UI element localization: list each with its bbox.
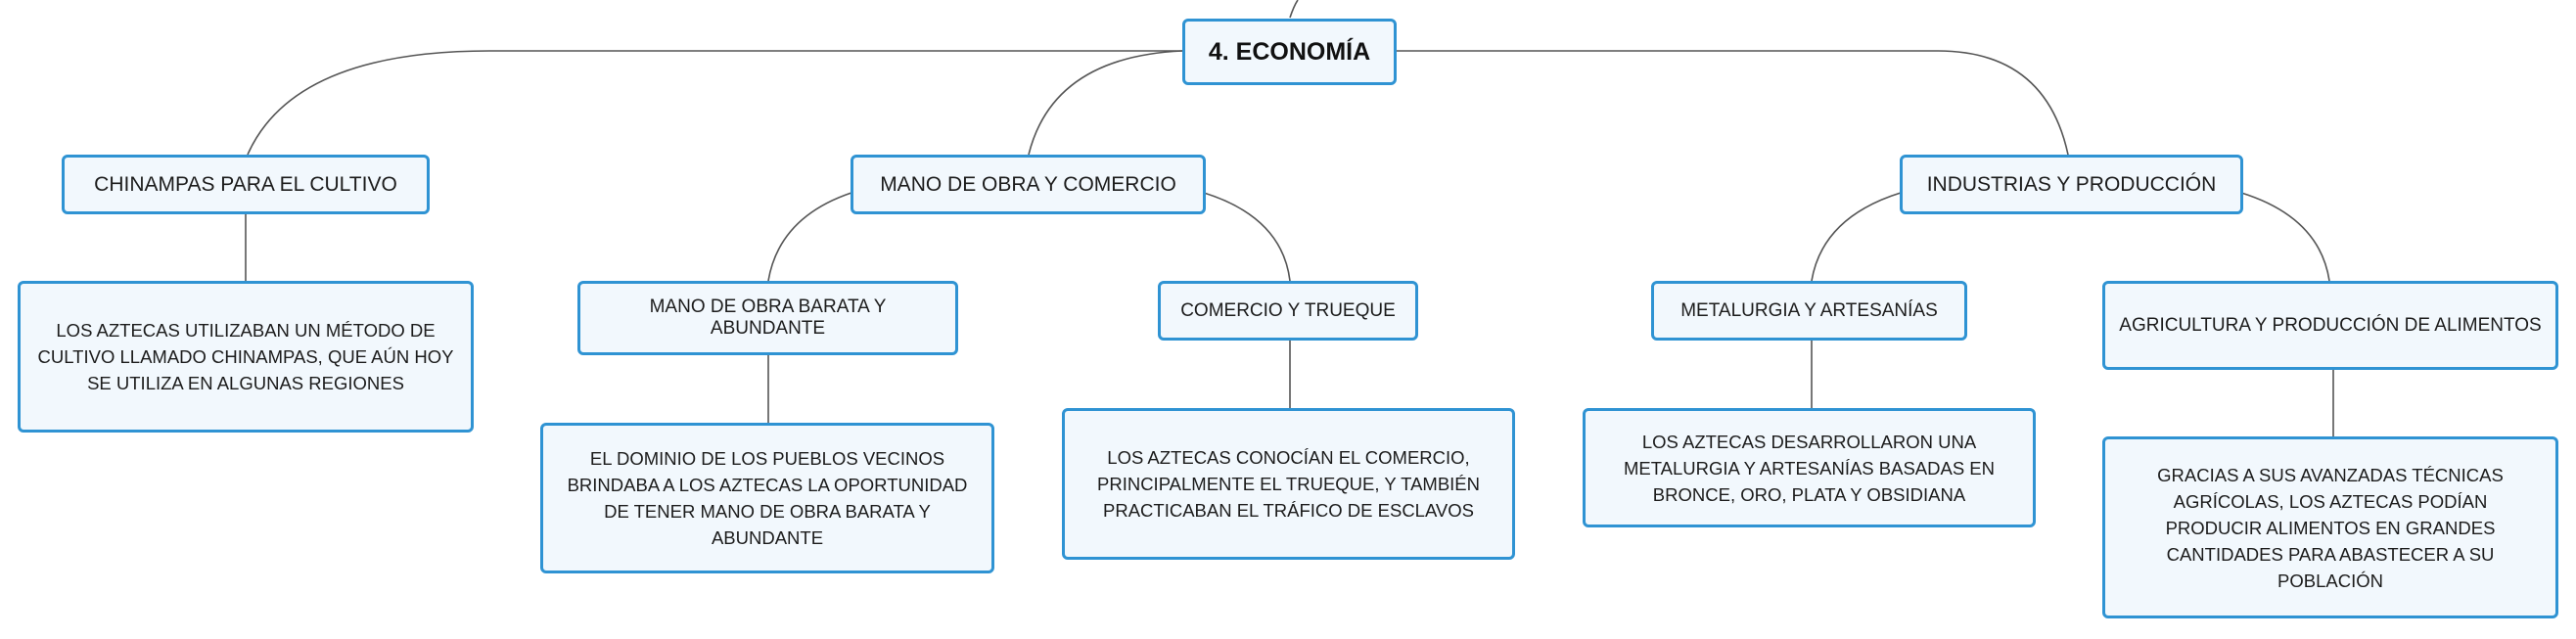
node-mano-obra-barata-detail-text: EL DOMINIO DE LOS PUEBLOS VECINOS BRINDA… [567,448,968,548]
connector-mano-barata [767,192,852,282]
root-node[interactable]: 4. ECONOMÍA [1182,19,1397,85]
connector-industrias-metalurgia [1811,192,1902,282]
node-comercio-trueque-label: COMERCIO Y TRUEQUE [1180,299,1396,321]
node-metalurgia-label: METALURGIA Y ARTESANÍAS [1680,299,1938,321]
node-mano-obra-barata-label: MANO DE OBRA BARATA Y ABUNDANTE [649,297,887,339]
node-chinampas-detail-text: LOS AZTECAS UTILIZABAN UN MÉTODO DE CULT… [37,320,454,393]
node-mano-obra-barata-detail[interactable]: EL DOMINIO DE LOS PUEBLOS VECINOS BRINDA… [540,423,994,573]
root-label: 4. ECONOMÍA [1208,37,1371,66]
connector-root-industrias [1395,50,2069,156]
node-comercio-trueque[interactable]: COMERCIO Y TRUEQUE [1158,281,1418,341]
node-agricultura-detail[interactable]: GRACIAS A SUS AVANZADAS TÉCNICAS AGRÍCOL… [2102,436,2558,618]
node-industrias-label: INDUSTRIAS Y PRODUCCIÓN [1926,172,2217,196]
node-agricultura-label: AGRICULTURA Y PRODUCCIÓN DE ALIMENTOS [2119,314,2542,336]
node-metalurgia-detail-text: LOS AZTECAS DESARROLLARON UNA METALURGIA… [1623,431,1996,505]
node-metalurgia[interactable]: METALURGIA Y ARTESANÍAS [1651,281,1967,341]
node-chinampas-detail[interactable]: LOS AZTECAS UTILIZABAN UN MÉTODO DE CULT… [18,281,474,433]
connector-mano-comercio [1203,192,1291,282]
node-chinampas-label: CHINAMPAS PARA EL CULTIVO [94,172,397,196]
node-mano-obra-comercio[interactable]: MANO DE OBRA Y COMERCIO [851,155,1206,214]
connector-root-mano [1028,50,1183,156]
connector-root-parent [1289,0,1299,19]
connector-industrias-agricultura [2240,192,2330,282]
node-mano-obra-comercio-label: MANO DE OBRA Y COMERCIO [880,172,1176,196]
node-mano-obra-barata[interactable]: MANO DE OBRA BARATA Y ABUNDANTE [577,281,958,355]
connector-root-chinampas [247,50,1182,156]
node-comercio-trueque-detail[interactable]: LOS AZTECAS CONOCÍAN EL COMERCIO, PRINCI… [1062,408,1515,560]
node-metalurgia-detail[interactable]: LOS AZTECAS DESARROLLARON UNA METALURGIA… [1583,408,2036,527]
node-agricultura[interactable]: AGRICULTURA Y PRODUCCIÓN DE ALIMENTOS [2102,281,2558,370]
node-agricultura-detail-text: GRACIAS A SUS AVANZADAS TÉCNICAS AGRÍCOL… [2157,464,2504,591]
node-chinampas[interactable]: CHINAMPAS PARA EL CULTIVO [62,155,430,214]
node-industrias[interactable]: INDUSTRIAS Y PRODUCCIÓN [1900,155,2243,214]
node-comercio-trueque-detail-text: LOS AZTECAS CONOCÍAN EL COMERCIO, PRINCI… [1097,447,1480,521]
